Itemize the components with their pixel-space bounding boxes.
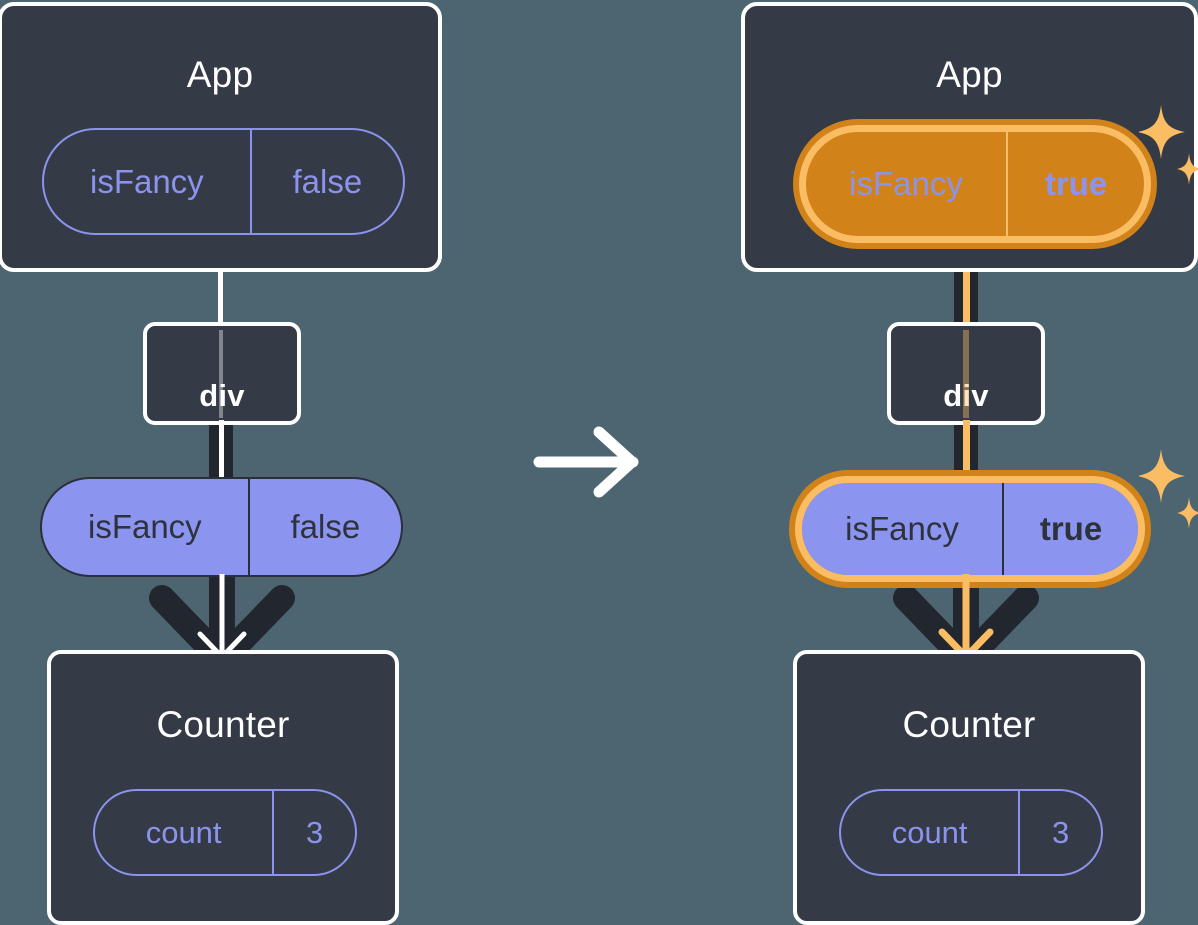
div-element-card: div xyxy=(887,322,1045,425)
after-panel: App isFancy true div xyxy=(599,0,1198,925)
app-state-value: true xyxy=(1006,132,1144,236)
counter-card-title: Counter xyxy=(902,704,1036,745)
before-panel: App isFancy false div isFancy false xyxy=(0,0,599,925)
counter-state-pill[interactable]: count 3 xyxy=(839,789,1103,876)
prop-pill[interactable]: isFancy false xyxy=(40,477,403,577)
connector-through-div xyxy=(219,330,223,418)
app-state-value: false xyxy=(249,130,403,233)
connector-div-to-prop-core xyxy=(963,420,970,490)
prop-pill[interactable]: isFancy true xyxy=(802,483,1138,575)
connector-app-to-div xyxy=(218,266,223,326)
prop-value: false xyxy=(247,479,401,575)
app-card-title: App xyxy=(936,54,1003,95)
app-state-name: isFancy xyxy=(89,162,204,200)
app-component-card: App isFancy false xyxy=(0,2,442,272)
counter-component-card: Counter count 3 xyxy=(793,650,1145,925)
app-state-pill[interactable]: isFancy true xyxy=(806,132,1144,236)
counter-state-pill[interactable]: count 3 xyxy=(93,789,357,876)
connector-through-div xyxy=(963,330,969,418)
div-card-title: div xyxy=(943,378,989,413)
prop-value: true xyxy=(1002,483,1138,575)
app-state-pill[interactable]: isFancy false xyxy=(42,128,405,235)
app-state-highlight-ring: isFancy true xyxy=(793,119,1157,249)
prop-name: isFancy xyxy=(845,510,959,547)
div-element-card: div xyxy=(143,322,301,425)
app-state-name: isFancy xyxy=(849,165,963,202)
app-card-title: App xyxy=(186,54,254,95)
prop-ring-inner: isFancy true xyxy=(795,476,1145,582)
prop-name: isFancy xyxy=(87,508,202,545)
counter-state-name: count xyxy=(891,814,968,850)
div-card-title: div xyxy=(199,378,245,413)
transition-arrow-right-icon xyxy=(533,426,639,498)
counter-state-name: count xyxy=(145,814,222,850)
connector-div-to-prop-core xyxy=(219,420,224,490)
app-component-card: App isFancy true xyxy=(741,2,1198,272)
counter-card-title: Counter xyxy=(156,704,290,745)
prop-highlight-ring: isFancy true xyxy=(789,470,1151,588)
counter-component-card: Counter count 3 xyxy=(47,650,399,925)
connector-app-to-div-core xyxy=(963,215,970,330)
counter-state-value: 3 xyxy=(1018,791,1101,874)
app-state-ring-inner: isFancy true xyxy=(799,125,1151,243)
counter-state-value: 3 xyxy=(272,791,355,874)
